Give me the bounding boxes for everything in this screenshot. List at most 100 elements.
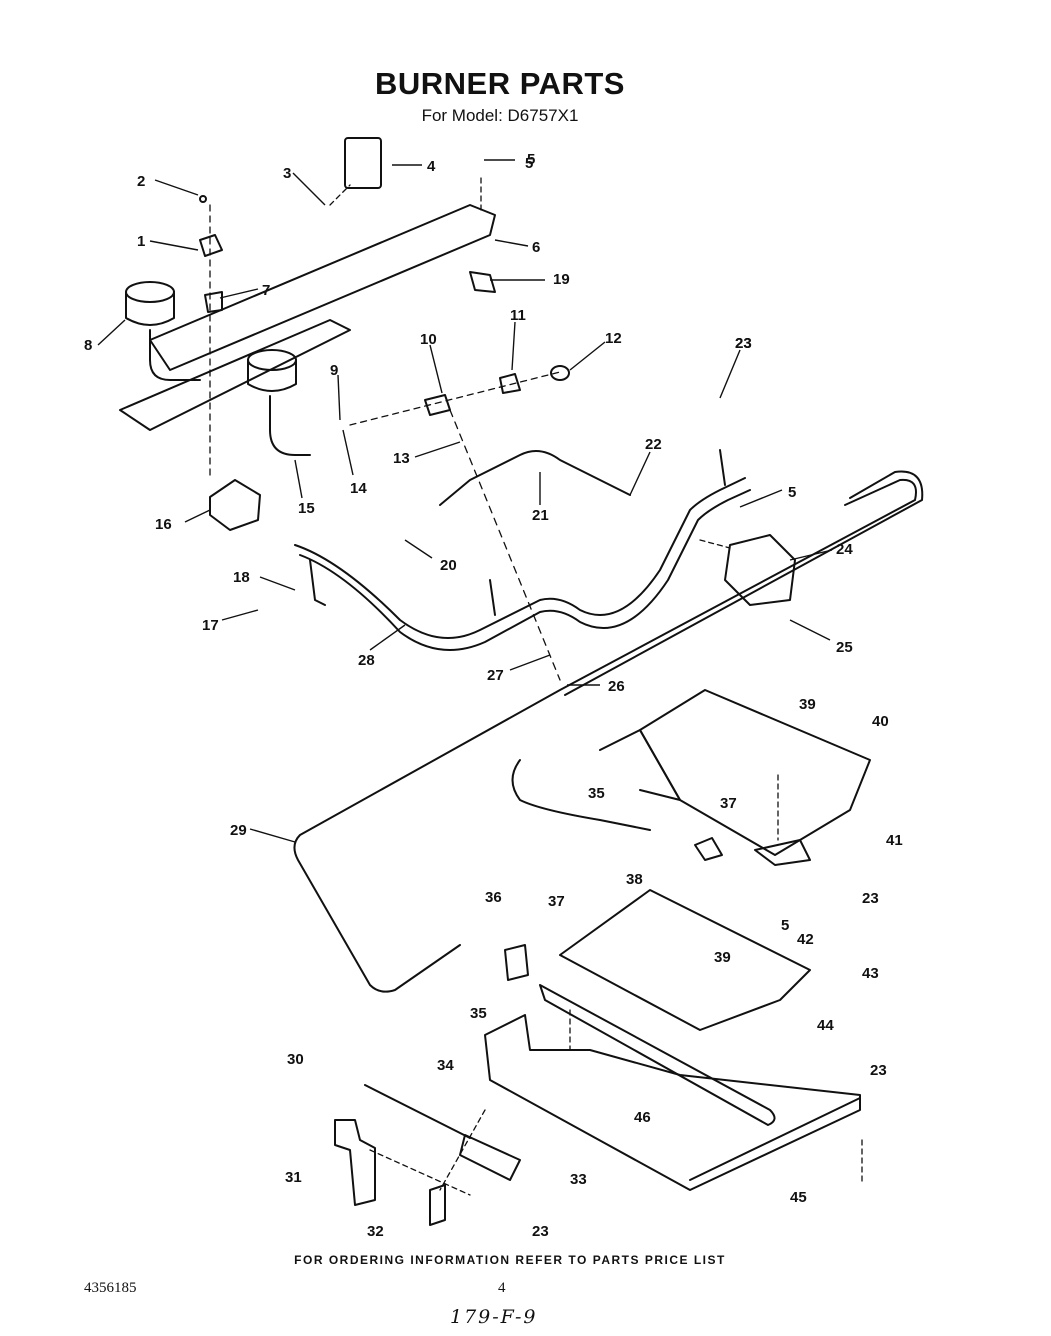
callout-number: 17 (202, 617, 219, 634)
callout-number: 7 (262, 282, 270, 299)
callout-number: 36 (485, 889, 502, 906)
bracket-31 (334, 1119, 376, 1206)
callout-number: 29 (230, 822, 247, 839)
callout-number: 9 (330, 362, 338, 379)
callout-number: 19 (553, 271, 570, 288)
callout-number: 21 (532, 507, 549, 524)
callout-number: 11 (510, 307, 526, 324)
callout-number: 33 (570, 1171, 587, 1188)
callout-number: 39 (799, 696, 816, 713)
callout-number: 5 (781, 917, 789, 934)
callout-number: 40 (872, 713, 889, 730)
callout-number: 28 (358, 652, 375, 669)
callout-number: 12 (605, 330, 622, 347)
spring-clip (199, 234, 223, 257)
orifice-38 (694, 837, 723, 861)
callout-number: 5 (525, 155, 533, 172)
burner-tray-44 (484, 1014, 861, 1191)
model-subtitle: For Model: D6757X1 (421, 106, 579, 125)
callout-number: 5 (788, 484, 796, 501)
tray-front (689, 1097, 861, 1181)
riser-tube-2 (489, 579, 496, 616)
callout-number: 23 (735, 335, 752, 352)
burner-bracket (149, 204, 496, 371)
callout-number: 26 (608, 678, 625, 695)
page-number: 4 (498, 1280, 506, 1296)
igniter-holder (499, 373, 521, 394)
leader-dashed (329, 184, 351, 206)
callout-number: 27 (487, 667, 504, 684)
callout-number: 35 (588, 785, 605, 802)
callout-number: 44 (817, 1017, 834, 1034)
bracket-19 (469, 271, 496, 293)
callout-number: 20 (440, 557, 457, 574)
riser-tube (719, 449, 726, 486)
callout-number: 23 (735, 335, 752, 352)
bracket-36 (504, 944, 529, 981)
callout-number: 3 (283, 165, 291, 182)
callout-number: 22 (645, 436, 662, 453)
burner-head-left (125, 281, 201, 381)
callout-number: 39 (714, 949, 731, 966)
callout-number: 31 (285, 1169, 302, 1186)
page-title: BURNER PARTS (375, 66, 625, 101)
callout-number: 42 (797, 931, 814, 948)
gas-tube-29 (564, 470, 924, 696)
leader-dashed (699, 539, 731, 549)
callout-number: 8 (84, 337, 92, 354)
callout-number: 30 (287, 1051, 304, 1068)
callout-number: 35 (470, 1005, 487, 1022)
callout-number: 2 (137, 173, 145, 190)
gas-tube-25 (293, 478, 917, 993)
callout-number: 6 (532, 239, 540, 256)
flame-spreader (754, 839, 811, 866)
callout-number: 24 (836, 541, 853, 558)
screw (199, 195, 207, 203)
igniter-rod (364, 1084, 471, 1139)
bracket-32 (429, 1184, 446, 1226)
callout-number: 10 (420, 331, 437, 348)
callout-number: 4 (427, 158, 436, 175)
broil-shield-edge (599, 729, 681, 801)
manifold-pipe (294, 477, 746, 639)
ordering-note: FOR ORDERING INFORMATION REFER TO PARTS … (294, 1253, 726, 1267)
leader-dashed (439, 1109, 486, 1191)
handwritten-note: 179-F-9 (450, 1306, 538, 1328)
leader-dashed (349, 371, 561, 426)
callout-number: 14 (350, 480, 367, 497)
callout-number: 15 (298, 500, 315, 517)
callout-number: 37 (720, 795, 737, 812)
igniter-body (459, 1134, 521, 1181)
broil-shield (639, 689, 871, 856)
burner-head-right (247, 349, 311, 456)
callout-number: 25 (836, 639, 853, 656)
baffle-43 (559, 889, 811, 1031)
leader-dashed (369, 1149, 471, 1196)
callout-number: 45 (790, 1189, 807, 1206)
bracket-18 (309, 559, 326, 606)
regulator (724, 534, 796, 606)
document-number: 4356185 (84, 1280, 137, 1296)
orifice-hood (204, 291, 223, 313)
callout-number: 43 (862, 965, 879, 982)
spark-module (344, 137, 382, 189)
callout-number: 23 (870, 1062, 887, 1079)
callout-number: 1 (137, 233, 145, 250)
oven-pilot-tube (511, 759, 651, 831)
callout-number: 46 (634, 1109, 651, 1126)
manifold-pipe-inner (299, 489, 751, 651)
callout-number: 38 (626, 871, 643, 888)
callout-number: 5 (527, 151, 535, 168)
callout-number: 13 (393, 450, 410, 467)
callout-number: 23 (532, 1223, 549, 1240)
callout-number: 34 (437, 1057, 454, 1074)
callout-number: 18 (233, 569, 250, 586)
callout-number: 37 (548, 893, 565, 910)
leader-dashed (449, 409, 561, 681)
pilot-tube (439, 450, 631, 506)
gas-valve (209, 479, 261, 531)
callout-number: 23 (862, 890, 879, 907)
bake-burner (539, 984, 776, 1126)
